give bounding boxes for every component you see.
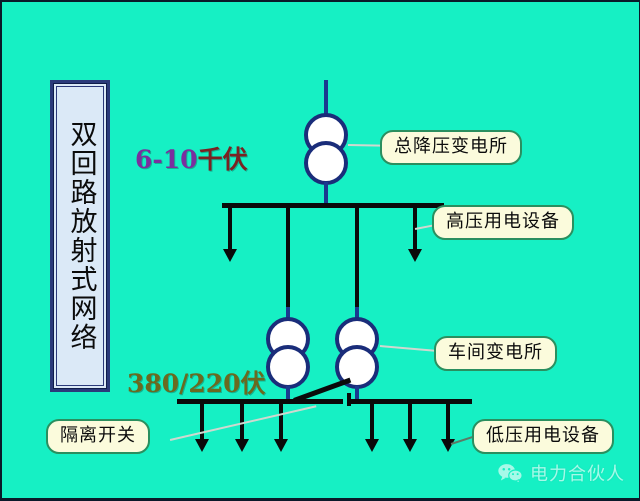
lv-left-feeder-2-arrow xyxy=(235,439,249,452)
leader-main-substation xyxy=(347,144,383,147)
label-lv-equipment: 低压用电设备 xyxy=(472,419,614,454)
hv-busbar xyxy=(222,203,444,208)
hv-feeder-2 xyxy=(286,205,290,317)
lv-busbar-left xyxy=(177,399,343,404)
workshop-transformer-1-winding-secondary xyxy=(266,345,310,389)
hv-feeder-4-arrow xyxy=(408,249,422,262)
watermark: 电力合伙人 xyxy=(497,460,625,486)
label-isolating-switch: 隔离开关 xyxy=(46,419,150,454)
wechat-icon xyxy=(498,464,523,483)
hv-feeder-1 xyxy=(228,205,232,253)
voltage-label-high: 6-10千伏 xyxy=(135,140,248,176)
lv-right-feeder-3-arrow xyxy=(441,439,455,452)
hv-feeder-1-arrow xyxy=(223,249,237,262)
workshop-transformer-2-outgoing xyxy=(355,386,359,401)
lv-right-feeder-3 xyxy=(446,401,450,443)
lv-right-feeder-2 xyxy=(408,401,412,443)
page-title: 双回路放射式网络 xyxy=(65,120,97,352)
leader-workshop-substation xyxy=(379,345,438,352)
lv-left-feeder-1-arrow xyxy=(195,439,209,452)
diagram-title-panel-inner: 双回路放射式网络 xyxy=(56,86,104,386)
lv-right-feeder-1-arrow xyxy=(365,439,379,452)
label-workshop-substation: 车间变电所 xyxy=(434,336,557,371)
workshop-transformer-1-outgoing xyxy=(286,386,290,401)
label-main-substation: 总降压变电所 xyxy=(380,130,522,165)
watermark-text: 电力合伙人 xyxy=(530,464,625,485)
incoming-hv-line xyxy=(324,80,328,120)
voltage-high-number: 6-10 xyxy=(135,145,198,174)
voltage-high-unit: 千伏 xyxy=(197,145,248,174)
lv-left-feeder-1 xyxy=(200,401,204,443)
lv-right-feeder-1 xyxy=(370,401,374,443)
hv-feeder-3 xyxy=(355,205,359,317)
workshop-transformer-2-incoming xyxy=(355,307,359,323)
main-transformer-winding-secondary xyxy=(304,141,348,185)
lv-right-feeder-2-arrow xyxy=(403,439,417,452)
label-hv-equipment: 高压用电设备 xyxy=(432,205,574,240)
lv-left-feeder-3-arrow xyxy=(274,439,288,452)
voltage-label-low: 380/220伏 xyxy=(127,369,266,398)
workshop-transformer-1-incoming xyxy=(286,307,290,323)
main-transformer-outgoing-line xyxy=(324,182,328,207)
lv-left-feeder-3 xyxy=(279,401,283,443)
diagram-title-panel: 双回路放射式网络 xyxy=(50,80,110,392)
